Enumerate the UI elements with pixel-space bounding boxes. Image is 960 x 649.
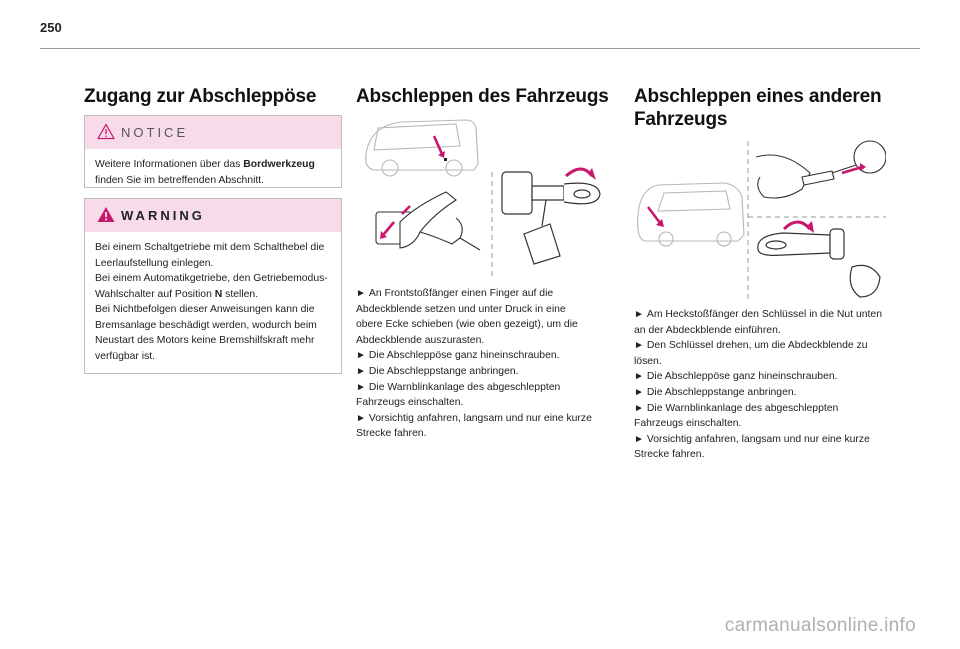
step-text: Strecke fahren. bbox=[356, 428, 427, 440]
warning-triangle-icon bbox=[97, 123, 115, 140]
front-towing-illustration bbox=[365, 119, 601, 276]
bullet-arrow-icon: ► bbox=[356, 350, 366, 362]
bullet-arrow-icon: ► bbox=[356, 381, 366, 393]
step-text: Die Abschleppstange anbringen. bbox=[646, 386, 797, 398]
van-front-outline bbox=[365, 119, 479, 177]
warning-position-bold: N bbox=[214, 288, 223, 300]
watermark-link[interactable]: carmanualsonline.info bbox=[724, 615, 916, 636]
key-insert-detail bbox=[755, 140, 886, 199]
middle-step-1: ►An Frontstoßfänger einen Finger auf die… bbox=[356, 286, 606, 348]
notice-title: NOTICE bbox=[121, 125, 189, 140]
warning-line-7: Neustart des Motors keine Bremshilfskraf… bbox=[95, 335, 315, 346]
section-title-tow-eye-access: Zugang zur Abschleppöse bbox=[84, 86, 317, 107]
step-text: Die Abschleppöse ganz hineinschrauben. bbox=[368, 350, 560, 362]
step-text: lösen. bbox=[634, 355, 662, 367]
tow-eye-rear-drawing bbox=[757, 228, 881, 298]
notice-box: NOTICE Weitere Informationen über das Bo… bbox=[84, 115, 342, 188]
warning-line-2: Leerlaufstellung einlegen. bbox=[95, 257, 214, 269]
rotation-arrow-rear bbox=[782, 220, 812, 231]
bullet-arrow-icon: ► bbox=[634, 433, 644, 445]
notice-header: NOTICE bbox=[85, 116, 341, 149]
section-title-towing-vehicle: Abschleppen des Fahrzeugs bbox=[356, 86, 609, 107]
step-text: Die Abschleppöse ganz hineinschrauben. bbox=[646, 371, 838, 383]
warning-header: WARNING bbox=[85, 199, 341, 232]
bullet-arrow-icon: ► bbox=[634, 386, 644, 398]
rear-towing-illustration bbox=[637, 140, 886, 301]
warning-body: Bei einem Schaltgetriebe mit dem Schalth… bbox=[85, 232, 341, 374]
middle-step-2: ►Die Abschleppöse ganz hineinschrauben. bbox=[356, 348, 606, 364]
right-step-1: ►Am Heckstoßfänger den Schlüssel in die … bbox=[634, 307, 886, 338]
bullet-arrow-icon: ► bbox=[356, 288, 366, 299]
pointer-arrow-rear bbox=[646, 206, 662, 224]
title-line-2: Fahrzeugs bbox=[634, 109, 728, 130]
step-text: Am Heckstoßfänger den Schlüssel in die N… bbox=[646, 309, 882, 320]
bullet-arrow-icon: ► bbox=[634, 309, 644, 320]
van-rear-outline bbox=[637, 182, 745, 247]
warning-line-3: Bei einem Automatikgetriebe, den Getrieb… bbox=[95, 273, 328, 284]
step-text: Den Schlüssel drehen, um die Abdeckblend… bbox=[646, 340, 868, 352]
bullet-arrow-icon: ► bbox=[356, 412, 366, 424]
finger-press-detail bbox=[375, 191, 481, 251]
warning-line-4-end: stellen. bbox=[222, 288, 259, 300]
notice-body: Weitere Informationen über das Bordwerkz… bbox=[85, 149, 341, 198]
key-arrow bbox=[841, 165, 863, 175]
step-text: an der Abdeckblende einführen. bbox=[634, 324, 781, 336]
middle-step-5: ►Vorsichtig anfahren, langsam und nur ei… bbox=[356, 411, 606, 442]
step-text: Vorsichtig anfahren, langsam und nur ein… bbox=[368, 412, 592, 424]
step-text: obere Ecke schieben (wie oben gezeigt), … bbox=[356, 319, 578, 331]
notice-bold-term: Bordwerkzeug bbox=[243, 159, 315, 170]
pointer-arrow-front bbox=[432, 135, 444, 155]
bullet-arrow-icon: ► bbox=[634, 402, 644, 414]
step-text: Vorsichtig anfahren, langsam und nur ein… bbox=[646, 433, 870, 445]
notice-text-2: finden Sie im betreffenden Abschnitt. bbox=[95, 174, 265, 186]
warning-line-6: Bremsanlage beschädigt werden, wodurch b… bbox=[95, 319, 317, 331]
right-step-3: ►Die Abschleppöse ganz hineinschrauben. bbox=[634, 369, 886, 385]
right-instructions: ►Am Heckstoßfänger den Schlüssel in die … bbox=[634, 307, 886, 463]
tow-eye-drawing bbox=[501, 171, 601, 265]
middle-step-3: ►Die Abschleppstange anbringen. bbox=[356, 364, 606, 380]
bullet-arrow-icon: ► bbox=[356, 365, 366, 377]
step-text: Die Warnblinkanlage des abgeschleppten bbox=[646, 402, 839, 414]
notice-text-1: Weitere Informationen über das bbox=[95, 159, 244, 170]
title-line-1: Abschleppen eines anderen bbox=[634, 86, 882, 107]
warning-triangle-icon bbox=[97, 207, 115, 222]
warning-line-1: Bei einem Schaltgetriebe mit dem Schalth… bbox=[95, 242, 325, 253]
page-number: 250 bbox=[40, 20, 62, 35]
right-step-6: ►Vorsichtig anfahren, langsam und nur ei… bbox=[634, 432, 886, 463]
step-text: Abdeckblende auszurasten. bbox=[356, 334, 485, 346]
bullet-arrow-icon: ► bbox=[634, 371, 644, 383]
step-text: Die Abschleppstange anbringen. bbox=[368, 365, 519, 377]
middle-instructions: ►An Frontstoßfänger einen Finger auf die… bbox=[356, 286, 606, 442]
step-text: Fahrzeugs einschalten. bbox=[634, 418, 742, 430]
step-text: Strecke fahren. bbox=[634, 449, 705, 461]
step-text: Fahrzeugs einschalten. bbox=[356, 397, 464, 409]
right-step-4: ►Die Abschleppstange anbringen. bbox=[634, 385, 886, 401]
warning-title: WARNING bbox=[121, 208, 205, 223]
right-step-2: ►Den Schlüssel drehen, um die Abdeckblen… bbox=[634, 338, 886, 369]
top-rule bbox=[40, 48, 920, 49]
bullet-arrow-icon: ► bbox=[634, 340, 644, 352]
rotation-arrow bbox=[565, 167, 594, 178]
warning-line-5: Bei Nichtbefolgen dieser Anweisungen kan… bbox=[95, 304, 315, 315]
step-text: Abdeckblende setzen und unter Druck in e… bbox=[356, 303, 566, 315]
warning-line-4: Wahlschalter auf Position bbox=[95, 288, 215, 300]
press-arrow bbox=[383, 221, 395, 235]
warning-box: WARNING Bei einem Schaltgetriebe mit dem… bbox=[84, 198, 342, 374]
step-text: Die Warnblinkanlage des abgeschleppten bbox=[368, 381, 561, 393]
warning-line-8: verfügbar ist. bbox=[95, 350, 156, 362]
step-text: An Frontstoßfänger einen Finger auf die bbox=[368, 288, 554, 299]
